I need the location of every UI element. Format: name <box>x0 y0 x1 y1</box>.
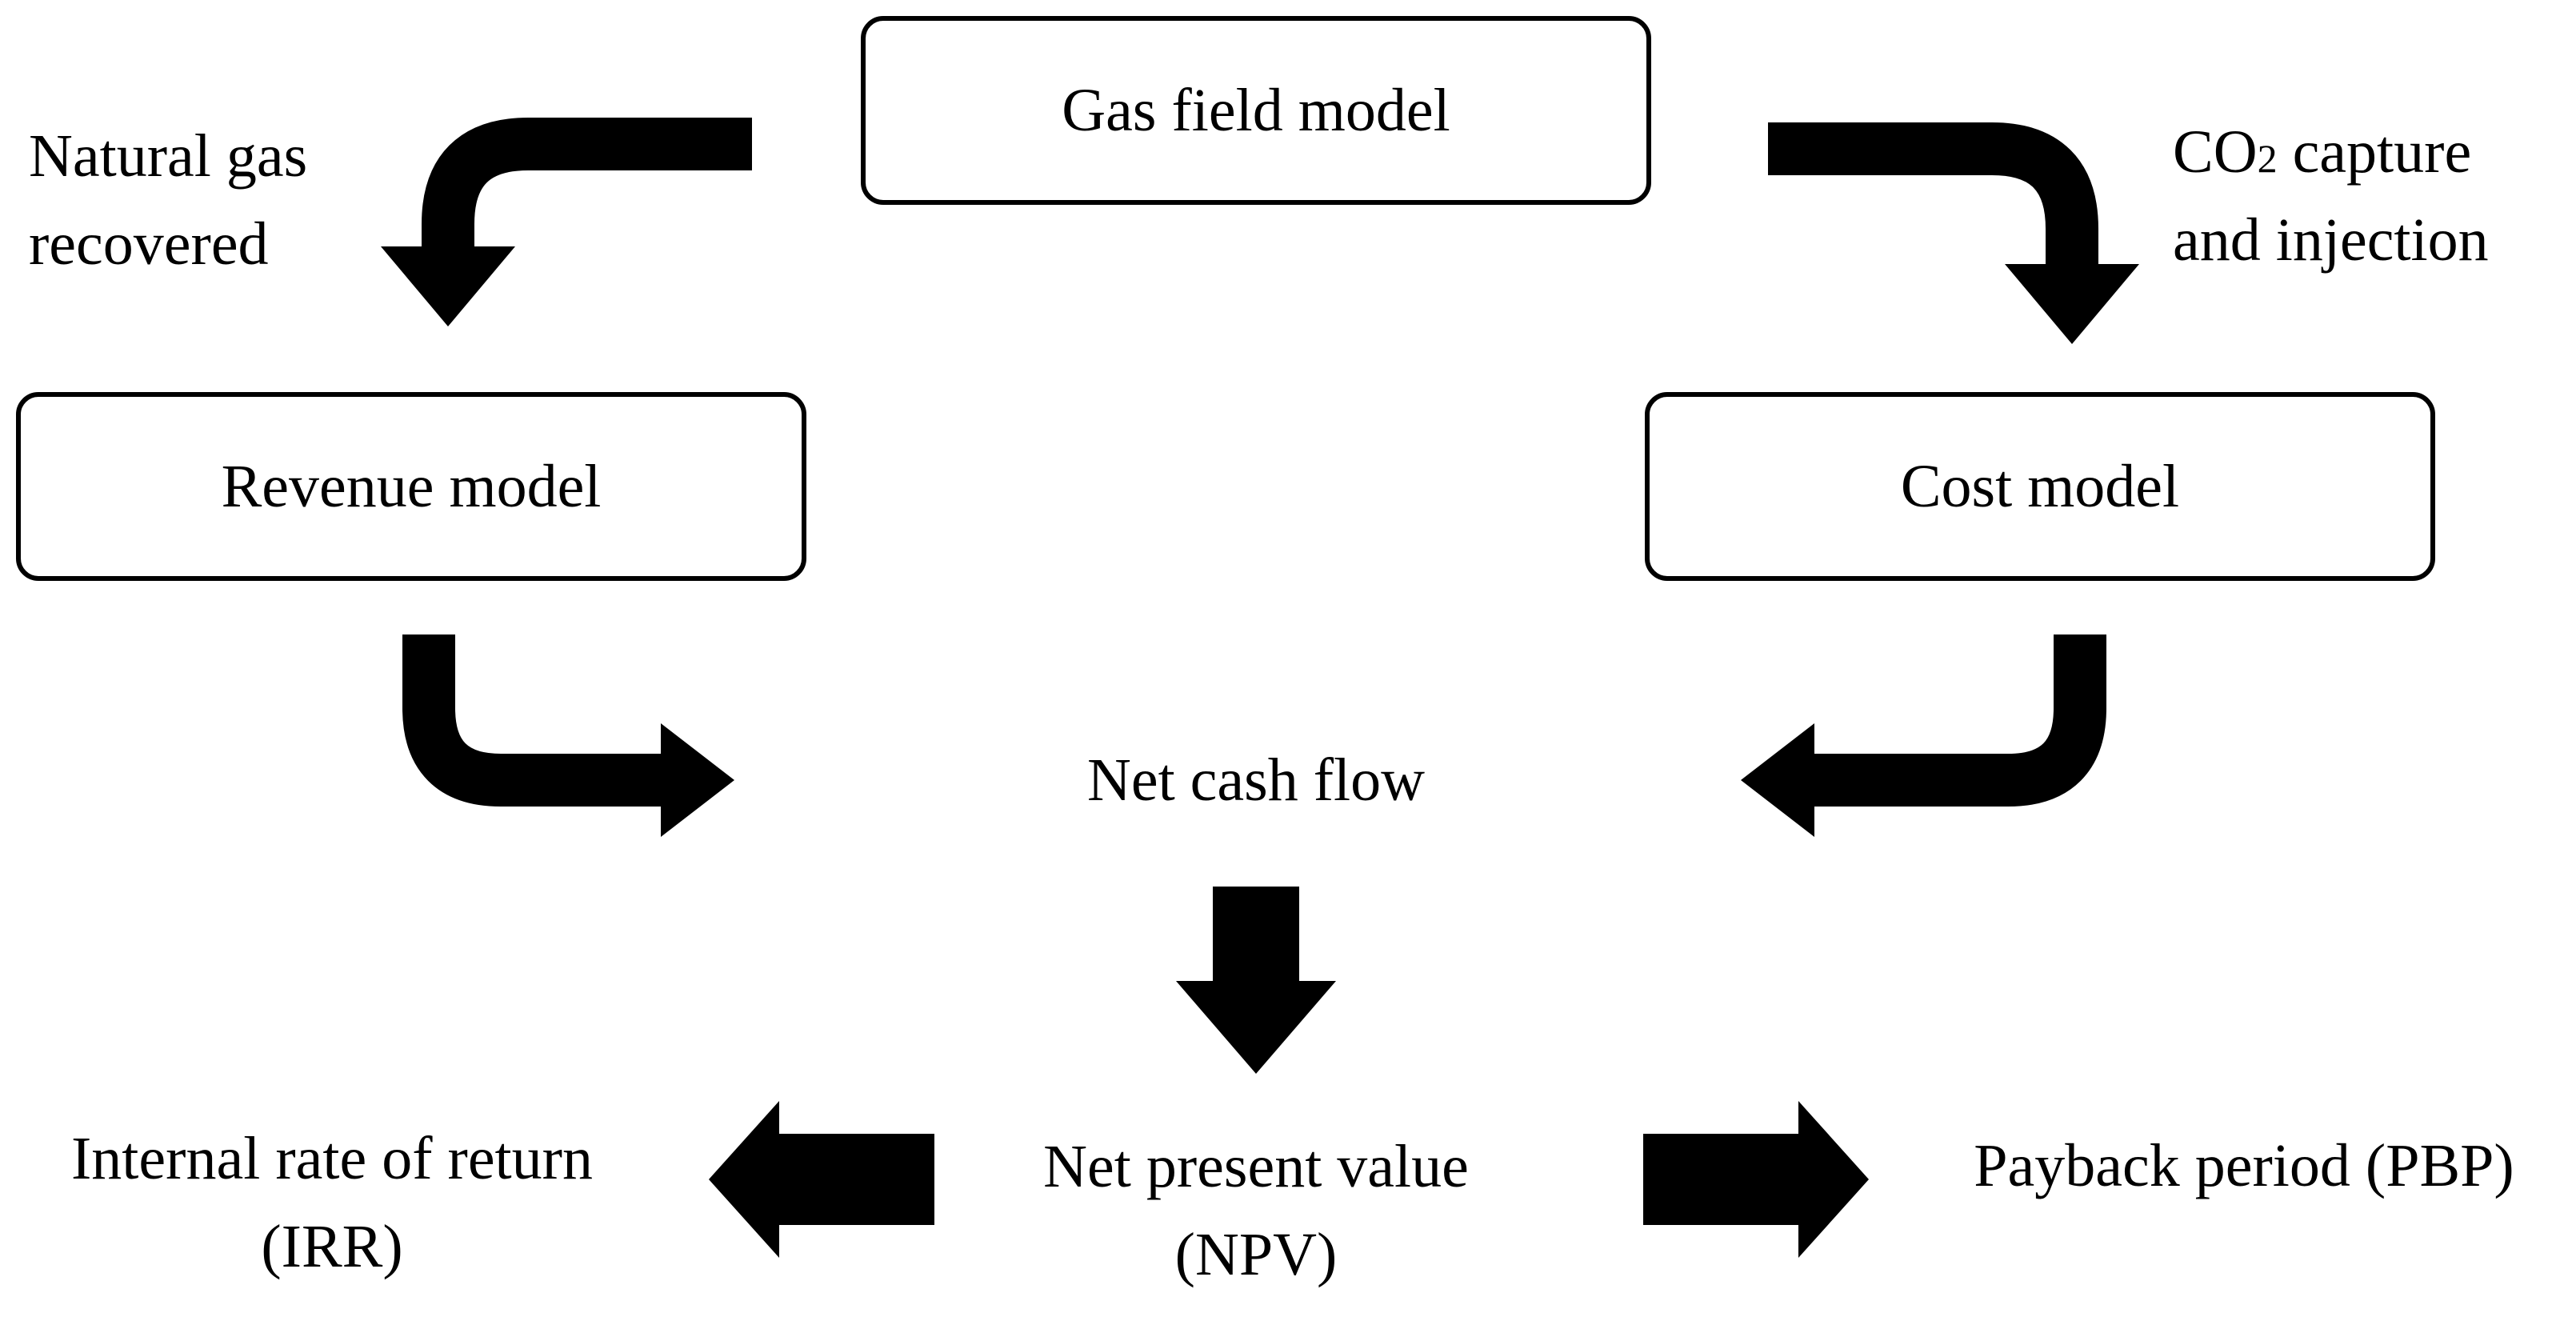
arrow-npv-to-pbp <box>1643 1101 1869 1258</box>
revenue-model-label: Revenue model <box>221 453 602 520</box>
net-cash-flow-node: Net cash flow <box>936 736 1576 824</box>
cost-model-box: Cost model <box>1645 392 2435 581</box>
natural-gas-recovered-label: Natural gas recovered <box>29 112 307 288</box>
revenue-model-box: Revenue model <box>16 392 806 581</box>
net-cash-flow-label: Net cash flow <box>1086 746 1426 814</box>
pbp-label: Payback period (PBP) <box>1974 1131 2514 1199</box>
irr-label-line2: (IRR) <box>261 1213 403 1280</box>
npv-label-line2: (NPV) <box>1174 1221 1338 1288</box>
cost-model-label: Cost model <box>1900 453 2180 520</box>
natural-gas-line1: Natural gas <box>29 122 308 190</box>
gas-field-model-label: Gas field model <box>1062 77 1450 144</box>
irr-node: Internal rate of return (IRR) <box>0 1111 664 1295</box>
arrow-revenue-to-netcashflow <box>402 634 734 837</box>
co2-line1: CO2 capture <box>2173 108 2489 196</box>
natural-gas-line2: recovered <box>29 210 269 278</box>
arrow-gasfield-to-revenue <box>381 118 752 326</box>
npv-node: Net present value (NPV) <box>936 1119 1576 1303</box>
arrow-cost-to-netcashflow <box>1741 634 2106 837</box>
co2-suffix: capture <box>2277 118 2472 186</box>
npv-label-line1: Net present value <box>1043 1132 1469 1200</box>
irr-label-line1: Internal rate of return <box>71 1124 593 1192</box>
arrow-npv-to-irr <box>709 1101 934 1258</box>
pbp-node: Payback period (PBP) <box>1912 1122 2576 1210</box>
co2-capture-label: CO2 capture and injection <box>2173 108 2489 284</box>
co2-subscript: 2 <box>2257 136 2278 181</box>
arrow-gasfield-to-cost <box>1768 122 2139 344</box>
arrow-netcashflow-to-npv <box>1176 887 1336 1074</box>
co2-prefix: CO <box>2173 118 2258 186</box>
co2-line2: and injection <box>2173 206 2489 274</box>
gas-field-model-box: Gas field model <box>861 16 1651 205</box>
